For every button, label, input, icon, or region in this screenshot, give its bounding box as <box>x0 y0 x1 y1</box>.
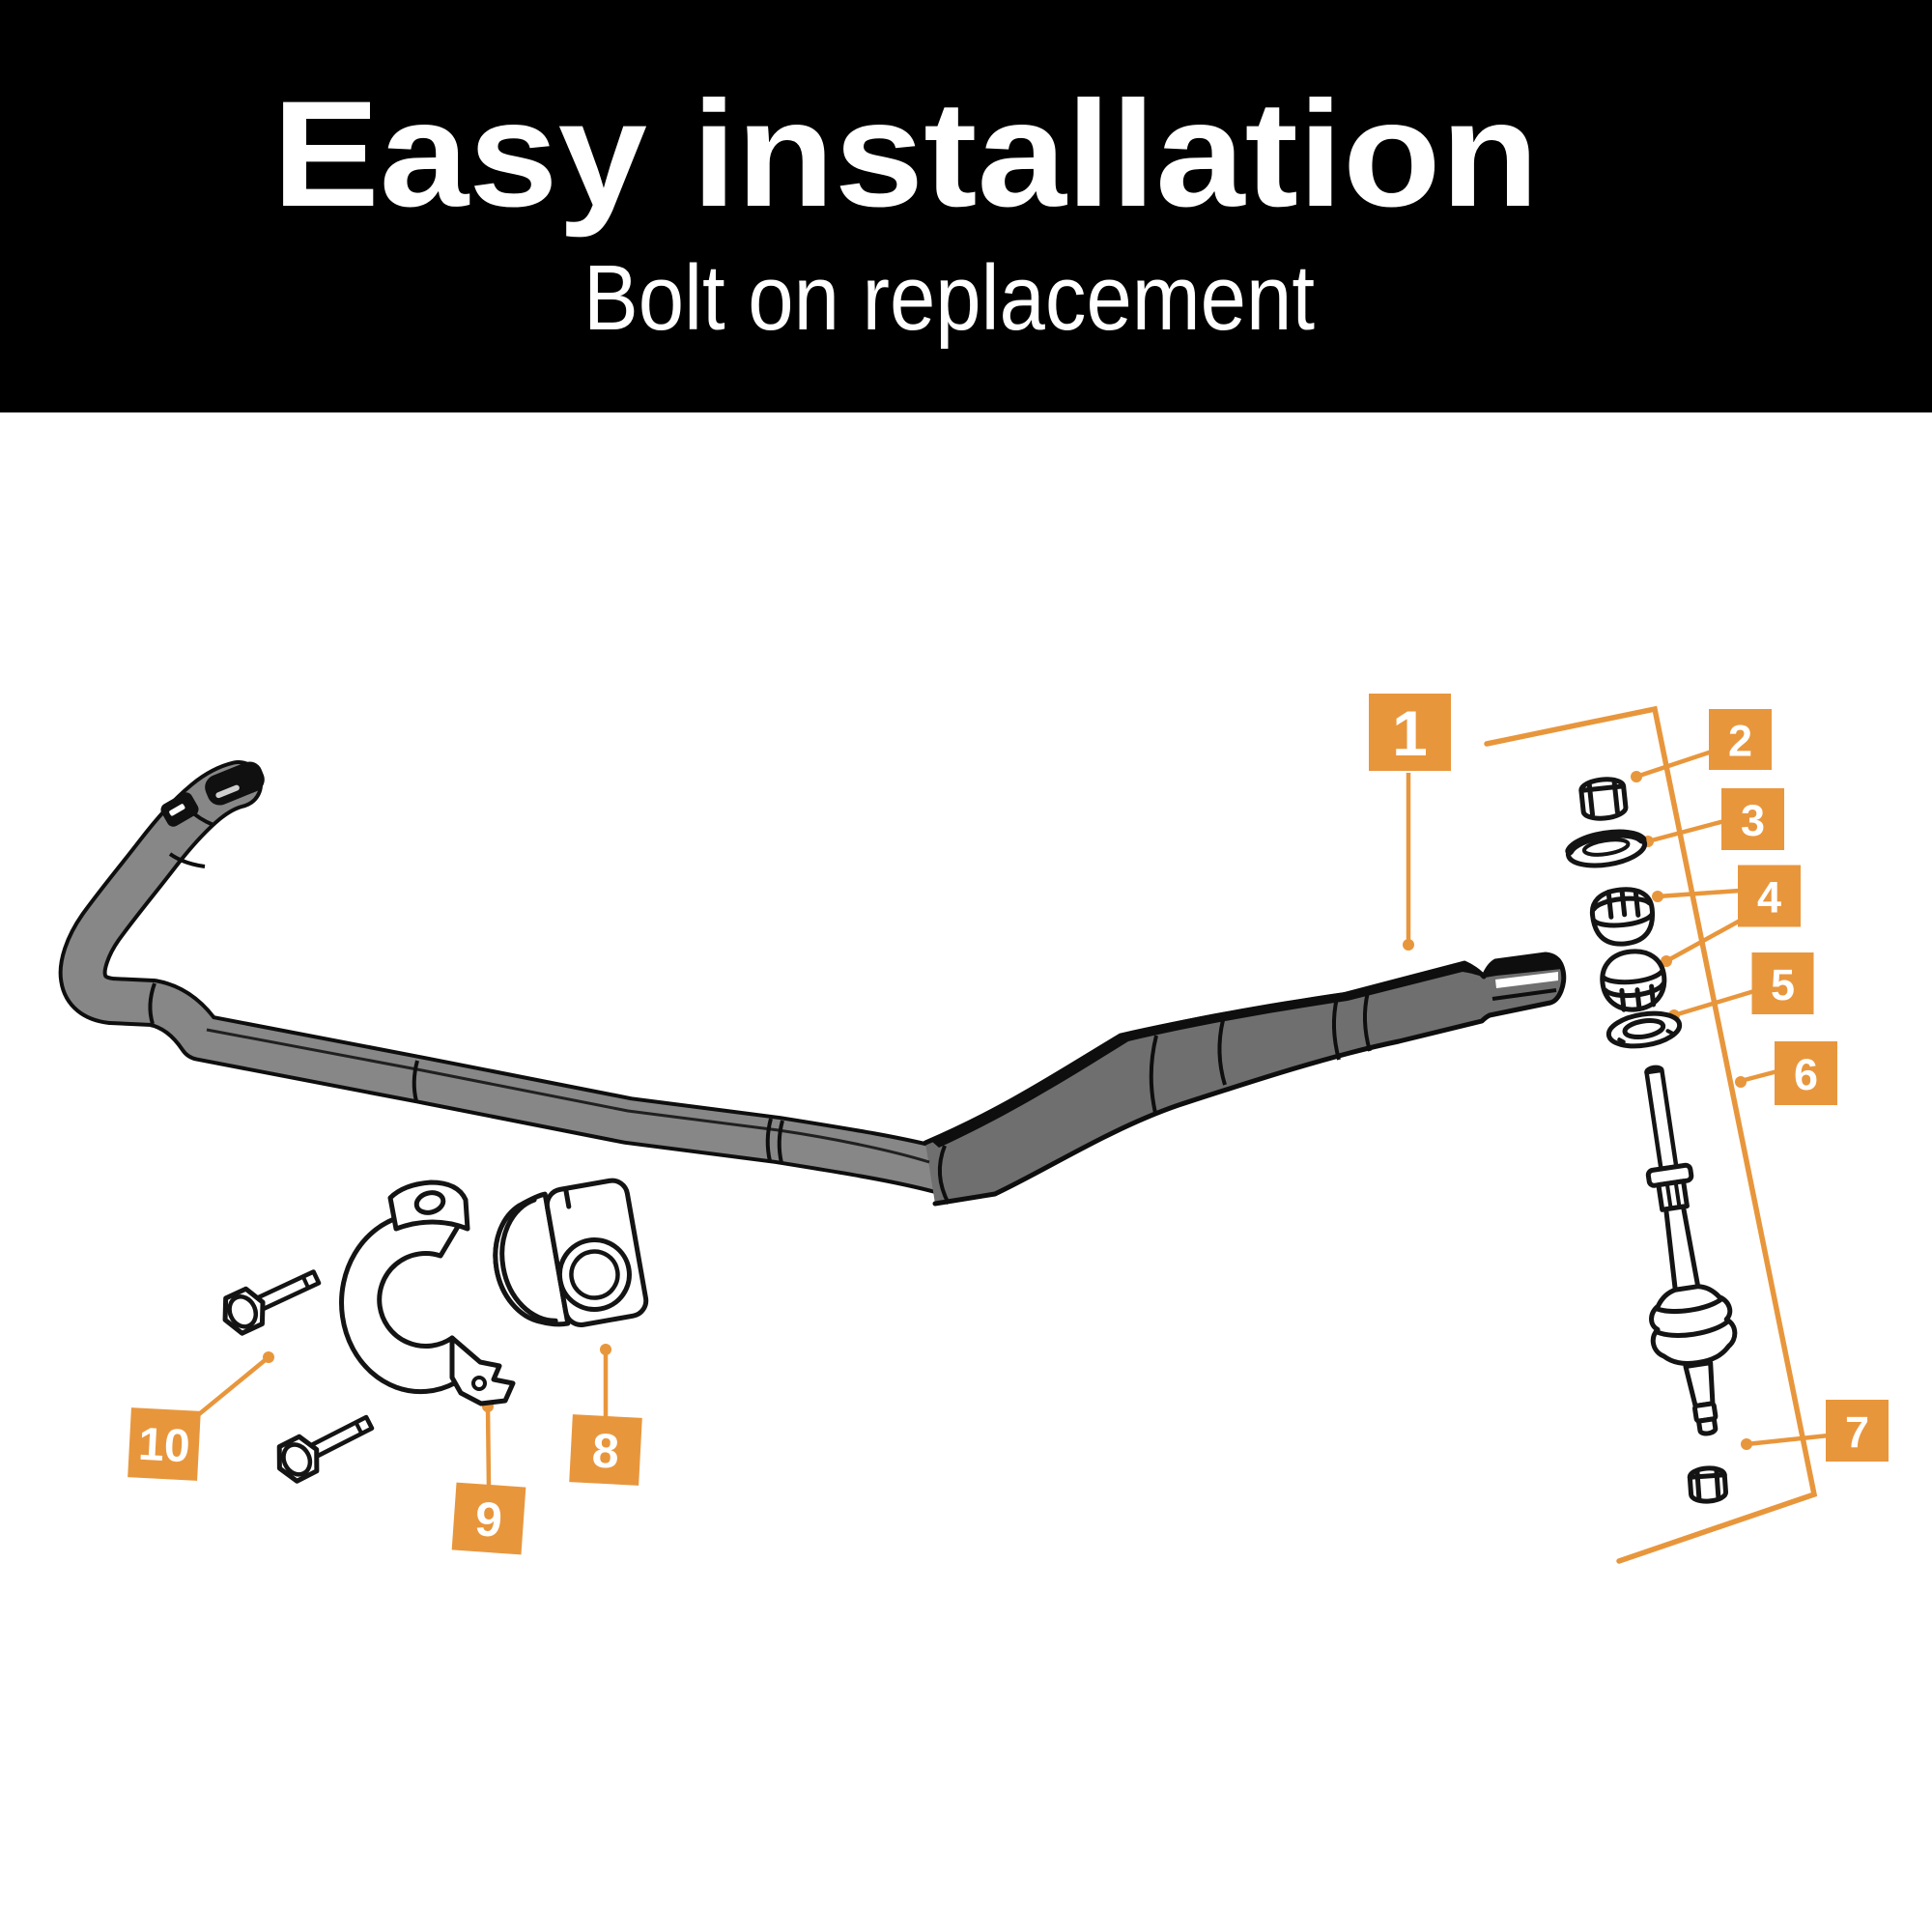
svg-text:6: 6 <box>1794 1050 1818 1099</box>
svg-text:1: 1 <box>1392 697 1428 769</box>
svg-text:Bolt on replacement: Bolt on replacement <box>583 246 1315 350</box>
svg-text:7: 7 <box>1845 1407 1869 1457</box>
svg-text:4: 4 <box>1757 873 1781 923</box>
svg-text:2: 2 <box>1728 717 1752 766</box>
svg-text:10: 10 <box>137 1419 191 1473</box>
svg-text:3: 3 <box>1741 796 1765 845</box>
svg-text:8: 8 <box>591 1423 621 1478</box>
svg-text:Easy installation: Easy installation <box>272 71 1539 239</box>
svg-text:9: 9 <box>473 1492 504 1548</box>
svg-text:5: 5 <box>1771 960 1795 1009</box>
